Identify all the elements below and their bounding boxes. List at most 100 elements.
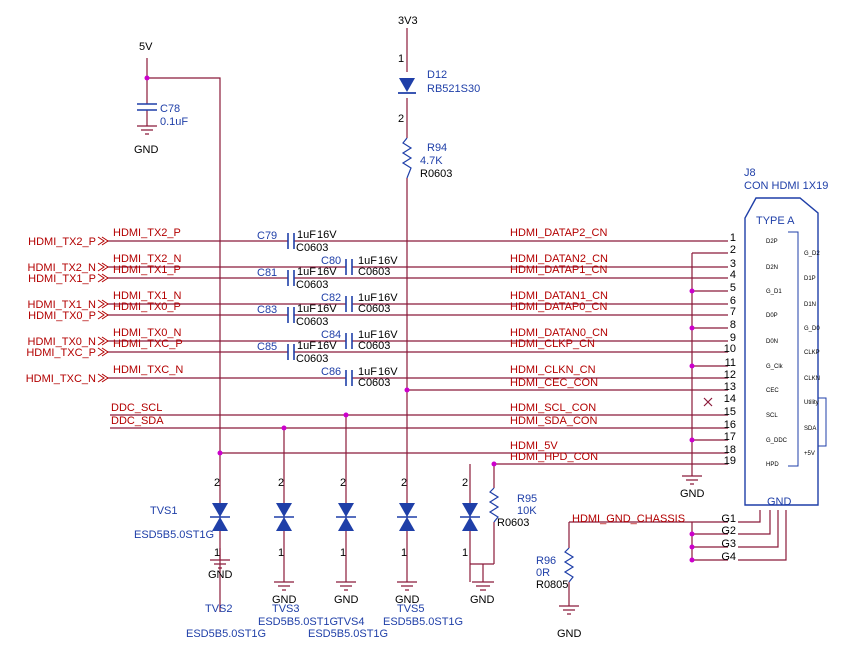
- tvs4-part: ESD5B5.0ST1G: [308, 628, 388, 640]
- connector-pin-number: 12: [724, 369, 736, 381]
- connector-inner-label: D2P: [766, 239, 778, 245]
- j8-type: TYPE A: [756, 215, 795, 227]
- net-label-right: HDMI_5V: [510, 440, 558, 452]
- net-label-right: HDMI_CEC_CON: [510, 377, 598, 389]
- cap-pkg: C0603: [296, 242, 328, 254]
- net-label-left: HDMI_TX2_P: [113, 227, 181, 239]
- component-symbols: [97, 75, 827, 615]
- tvs-diodes: [212, 503, 478, 531]
- cap-value: 1uF: [297, 340, 316, 352]
- d12-pin2: 2: [398, 113, 404, 125]
- port-label: HDMI_TXC_N: [26, 373, 96, 385]
- r95-symbol: [488, 487, 500, 523]
- net-label-right: HDMI_GND_CHASSIS: [572, 513, 685, 525]
- tvs1-part: ESD5B5.0ST1G: [134, 529, 214, 541]
- no-connect-mark: [703, 397, 713, 407]
- j8-gnd: GND: [767, 496, 792, 508]
- gnd-label: GND: [134, 144, 159, 156]
- connector-pin-number: 16: [724, 419, 736, 431]
- connector-pin-number: 14: [724, 393, 736, 405]
- connector-inner-label: SCL: [766, 413, 778, 419]
- cap-volt: 16V: [378, 255, 398, 267]
- tvs-pin-number: 1: [278, 547, 284, 559]
- cap-ref: C79: [257, 230, 277, 242]
- ground-symbols: [137, 125, 702, 615]
- connector-inner-label: D1P: [804, 276, 816, 282]
- power-5v-label: 5V: [139, 41, 153, 53]
- gnd-label: GND: [680, 488, 705, 500]
- tvs2-part: ESD5B5.0ST1G: [186, 628, 266, 640]
- cap-volt: 16V: [317, 340, 337, 352]
- gnd-label: GND: [395, 594, 420, 606]
- connector-pin-number: 13: [724, 381, 736, 393]
- connector-pin-number: 6: [730, 295, 736, 307]
- gnd-label: GND: [470, 594, 495, 606]
- gnd-label: GND: [557, 628, 582, 640]
- net-label-right: HDMI_DATAP2_CN: [510, 227, 607, 239]
- cap-value: 1uF: [358, 255, 377, 267]
- connector-inner-label: G_DDC: [766, 438, 788, 444]
- net-label-left: HDMI_TX1_P: [113, 264, 181, 276]
- cap-pkg: C0603: [358, 303, 390, 315]
- connector-inner-label: CEC: [766, 388, 779, 394]
- connector-ground-pin: G4: [721, 551, 736, 563]
- net-label-right: HDMI_DATAP0_CN: [510, 301, 607, 313]
- c78-value: 0.1uF: [160, 116, 188, 128]
- cap-pkg: C0603: [296, 279, 328, 291]
- net-label-right: HDMI_HPD_CON: [510, 451, 598, 463]
- connector-pin-number: 17: [724, 431, 736, 443]
- port-label: HDMI_TX2_N: [28, 262, 97, 274]
- tvs-pin-number: 1: [401, 547, 407, 559]
- connector-inner-label: CLKN: [804, 376, 820, 382]
- cap-volt: 16V: [317, 266, 337, 278]
- connector-inner-label: +5V: [804, 451, 815, 457]
- connector-ground-pin: G1: [721, 513, 736, 525]
- tvs-pin-number: 2: [278, 477, 284, 489]
- connector-pin-number: 1: [730, 232, 736, 244]
- tvs5-ref: TVS5: [397, 603, 425, 615]
- cap-ref: C80: [321, 255, 341, 267]
- connector-pin-number: 4: [730, 269, 736, 281]
- r95-value: 10K: [517, 505, 537, 517]
- port-arrows: [97, 236, 109, 383]
- connector-pin-number: 3: [730, 258, 736, 270]
- connector-pin-number: 19: [724, 455, 736, 467]
- port-label: HDMI_TX0_P: [28, 310, 96, 322]
- net-label-left: DDC_SDA: [111, 415, 164, 427]
- tvs5-part: ESD5B5.0ST1G: [383, 616, 463, 628]
- connector-inner-label: G_D1: [766, 289, 782, 295]
- port-label: HDMI_TX2_P: [28, 236, 96, 248]
- net-label-left: HDMI_TX2_N: [113, 253, 182, 265]
- d12-ref: D12: [427, 69, 447, 81]
- net-label-right: HDMI_SDA_CON: [510, 415, 597, 427]
- hdmi-connector-tab: [818, 397, 827, 447]
- connector-inner-label: D0N: [766, 339, 778, 345]
- tvs-pin-number: 2: [401, 477, 407, 489]
- tvs-pin-number: 1: [214, 547, 220, 559]
- connector-inner-label: Utility: [804, 400, 819, 406]
- port-label: HDMI_TXC_P: [26, 347, 96, 359]
- connector-pin-number: 5: [730, 282, 736, 294]
- connector-inner-label: D0P: [766, 313, 778, 319]
- r96-ref: R96: [536, 555, 556, 567]
- j8-ref: J8: [744, 167, 756, 179]
- labels: 5VGNDC780.1uF3V312D12RB521S30R944.7KR060…: [26, 15, 829, 640]
- net-label-right: HDMI_CLKN_CN: [510, 364, 596, 376]
- net-label-right: HDMI_DATAP1_CN: [510, 264, 607, 276]
- gnd-label: GND: [208, 569, 233, 581]
- cap-volt: 16V: [378, 292, 398, 304]
- tvs-pin-number: 2: [214, 477, 220, 489]
- d12-part: RB521S30: [427, 83, 480, 95]
- r94-symbol: [401, 137, 413, 179]
- tvs-pin-number: 2: [340, 477, 346, 489]
- hdmi-connector-tongue: [788, 231, 799, 467]
- r96-pkg: R0805: [536, 579, 568, 591]
- connector-inner-label: D2N: [766, 265, 778, 271]
- tvs-pin-number: 1: [340, 547, 346, 559]
- tvs3-part: ESD5B5.0ST1G: [258, 616, 338, 628]
- net-label-right: HDMI_DATAN2_CN: [510, 253, 608, 265]
- cap-volt: 16V: [378, 329, 398, 341]
- cap-pkg: C0603: [358, 266, 390, 278]
- cap-pkg: C0603: [296, 353, 328, 365]
